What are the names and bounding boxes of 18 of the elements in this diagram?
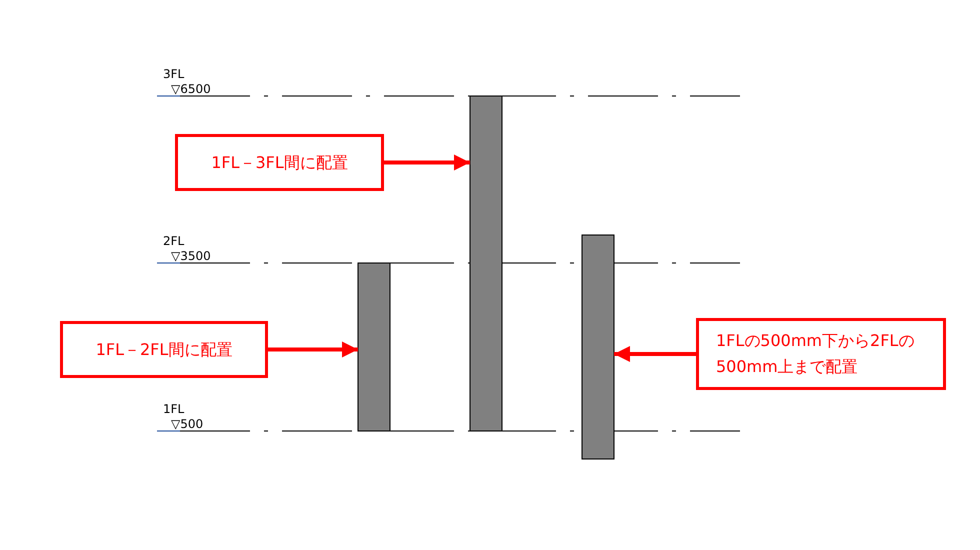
elevation-label: ▽500: [171, 417, 204, 431]
floor-label: 3FL: [163, 67, 184, 81]
elevation-label: ▽6500: [171, 82, 211, 96]
callout-box: [175, 134, 384, 191]
callout-text: 1FL－3FL間に配置: [211, 152, 348, 174]
callout-text: 1FLの500mm下から2FLの500mm上まで配置: [716, 330, 916, 378]
callout-box: [60, 321, 268, 378]
floor-label: 2FL: [163, 234, 184, 248]
floor-label: 1FL: [163, 402, 184, 416]
callout-box: [696, 318, 946, 390]
callout-text: 1FL－2FL間に配置: [96, 338, 232, 360]
elevation-label: ▽3500: [171, 249, 211, 263]
arrow: [614, 346, 696, 362]
column-bar: [470, 96, 502, 432]
column-bar: [582, 234, 614, 460]
arrow: [384, 154, 470, 170]
column-bar: [358, 262, 390, 432]
arrow: [268, 342, 358, 358]
